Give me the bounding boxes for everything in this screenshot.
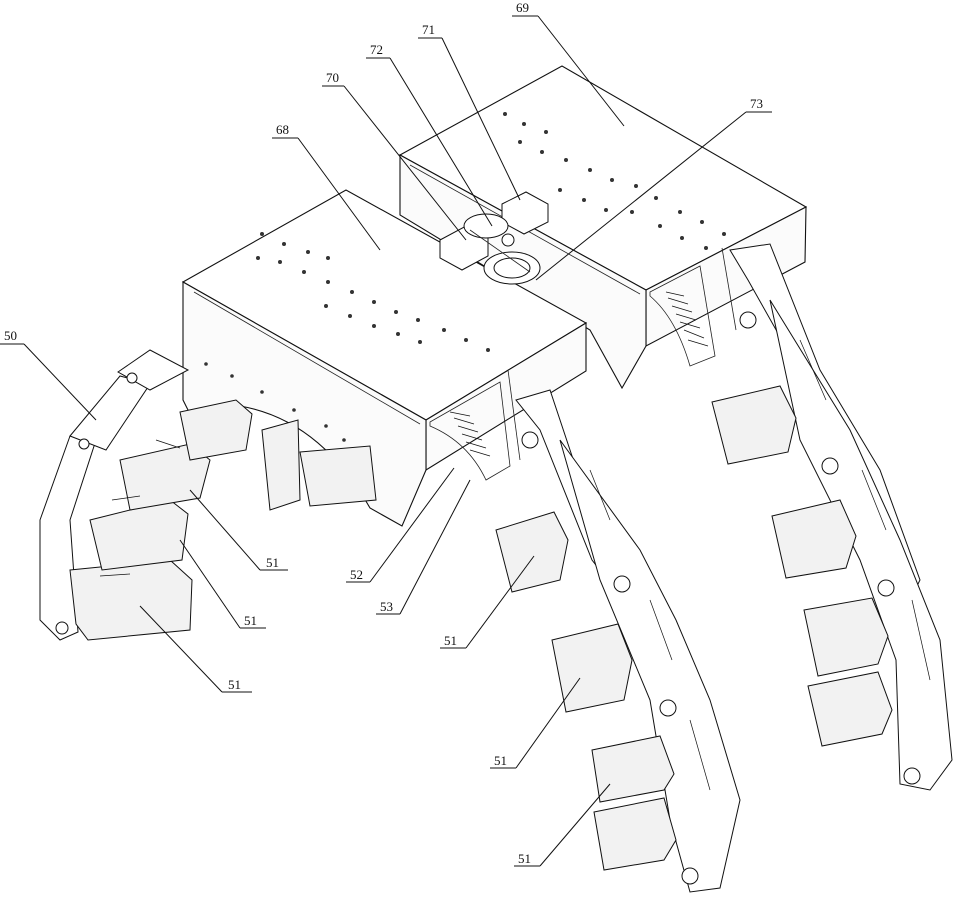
rear-right-leg	[712, 244, 952, 790]
label-72: 72	[370, 42, 383, 57]
label-71: 71	[422, 22, 435, 37]
label-68: 68	[276, 122, 289, 137]
label-73: 73	[750, 96, 763, 111]
label-52: 52	[350, 567, 363, 582]
front-right-leg	[496, 390, 740, 892]
label-69: 69	[516, 0, 529, 15]
label-53: 53	[380, 599, 393, 614]
label-51f: 51	[518, 851, 531, 866]
label-51a: 51	[266, 555, 279, 570]
label-70: 70	[326, 70, 339, 85]
label-51b: 51	[244, 613, 257, 628]
label-50: 50	[4, 328, 17, 343]
label-51c: 51	[228, 677, 241, 692]
label-51e: 51	[494, 753, 507, 768]
label-51d: 51	[444, 633, 457, 648]
